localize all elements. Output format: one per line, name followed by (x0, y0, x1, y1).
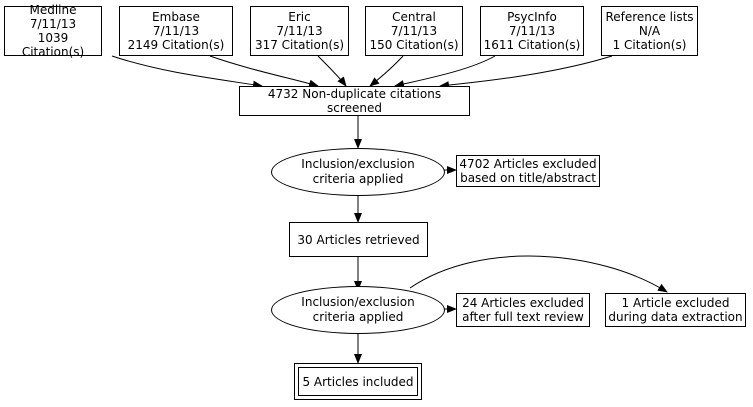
included-label: 5 Articles included (302, 374, 414, 389)
source-name: Reference lists (605, 10, 694, 24)
criteria-line-2: criteria applied (312, 310, 404, 324)
excluded-full-text-box: 24 Articles excluded after full text rev… (456, 293, 590, 327)
included-box: 5 Articles included (294, 363, 422, 400)
source-name: PsycInfo (507, 10, 557, 24)
arrow-eric-to-screened (317, 55, 347, 87)
arrow-central-to-screened (369, 55, 404, 87)
source-box-central: Central 7/11/13 150 Citation(s) (365, 6, 463, 56)
included-inner-border: 5 Articles included (298, 367, 418, 396)
excluded-title-abstract-box: 4702 Articles excluded based on title/ab… (456, 155, 600, 187)
retrieved-box: 30 Articles retrieved (289, 222, 428, 257)
excluded-data-extraction-box: 1 Article excluded during data extractio… (605, 293, 746, 327)
criteria-ellipse-1: Inclusion/exclusion criteria applied (271, 148, 445, 196)
source-count: 1611 Citation(s) (483, 38, 581, 52)
source-count: 150 Citation(s) (369, 38, 459, 52)
screened-label: 4732 Non-duplicate citations screened (267, 87, 442, 115)
retrieved-label: 30 Articles retrieved (297, 232, 420, 247)
source-count: 317 Citation(s) (254, 38, 345, 52)
source-date: 7/11/13 (508, 24, 556, 38)
excluded-line-2: during data extraction (608, 310, 743, 324)
excluded-line-1: 1 Article excluded (621, 296, 730, 310)
criteria-line-2: criteria applied (312, 172, 404, 186)
arrow-medline-to-screened (111, 55, 263, 89)
source-box-embase: Embase 7/11/13 2149 Citation(s) (119, 6, 233, 56)
source-box-eric: Eric 7/11/13 317 Citation(s) (250, 6, 349, 56)
source-box-reference-lists: Reference lists N/A 1 Citation(s) (601, 6, 698, 56)
source-name: Central (392, 10, 436, 24)
criteria-line-1: Inclusion/exclusion (301, 157, 415, 171)
excluded-line-1: 24 Articles excluded (462, 296, 584, 310)
criteria-ellipse-2: Inclusion/exclusion criteria applied (271, 286, 445, 334)
arrow-embase-to-screened (209, 55, 319, 88)
source-date: 7/11/13 (390, 24, 438, 38)
source-name: Eric (288, 10, 311, 24)
source-count: 1039 Citation(s) (21, 31, 85, 59)
source-date: 7/11/13 (29, 17, 77, 31)
source-name: Medline (29, 3, 77, 17)
source-name: Embase (152, 10, 200, 24)
source-date: 7/11/13 (276, 24, 323, 38)
source-date: N/A (638, 24, 661, 38)
excluded-line-1: 4702 Articles excluded (459, 157, 597, 171)
excluded-line-2: based on title/abstract (460, 171, 596, 185)
criteria-line-1: Inclusion/exclusion (301, 295, 415, 309)
arrow-criteria2-to-excluded3 (409, 255, 668, 293)
arrow-references-to-screened (439, 55, 613, 90)
screened-box: 4732 Non-duplicate citations screened (239, 86, 470, 116)
source-box-medline: Medline 7/11/13 1039 Citation(s) (4, 3, 102, 59)
source-count: 2149 Citation(s) (127, 38, 225, 52)
excluded-line-2: after full text review (462, 310, 584, 324)
arrow-psycinfo-to-screened (394, 55, 496, 88)
source-date: 7/11/13 (152, 24, 200, 38)
source-count: 1 Citation(s) (612, 38, 687, 52)
source-box-psycinfo: PsycInfo 7/11/13 1611 Citation(s) (480, 6, 584, 56)
